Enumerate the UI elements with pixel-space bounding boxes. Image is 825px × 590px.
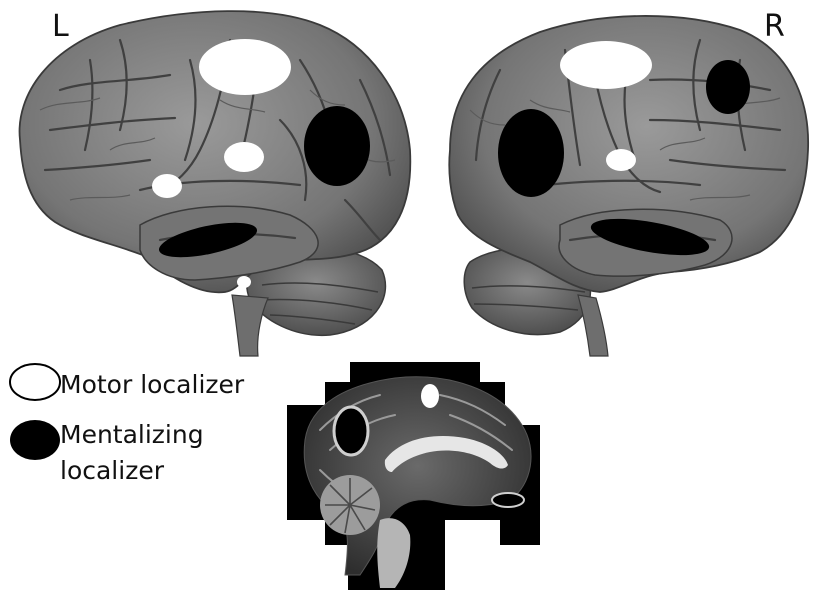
slice-mentalizing-roi-mpfc <box>492 493 524 507</box>
slice-mentalizing-roi-precuneus <box>334 407 368 455</box>
slice-motor-roi <box>421 384 439 408</box>
slice-cerebellum <box>320 475 380 535</box>
